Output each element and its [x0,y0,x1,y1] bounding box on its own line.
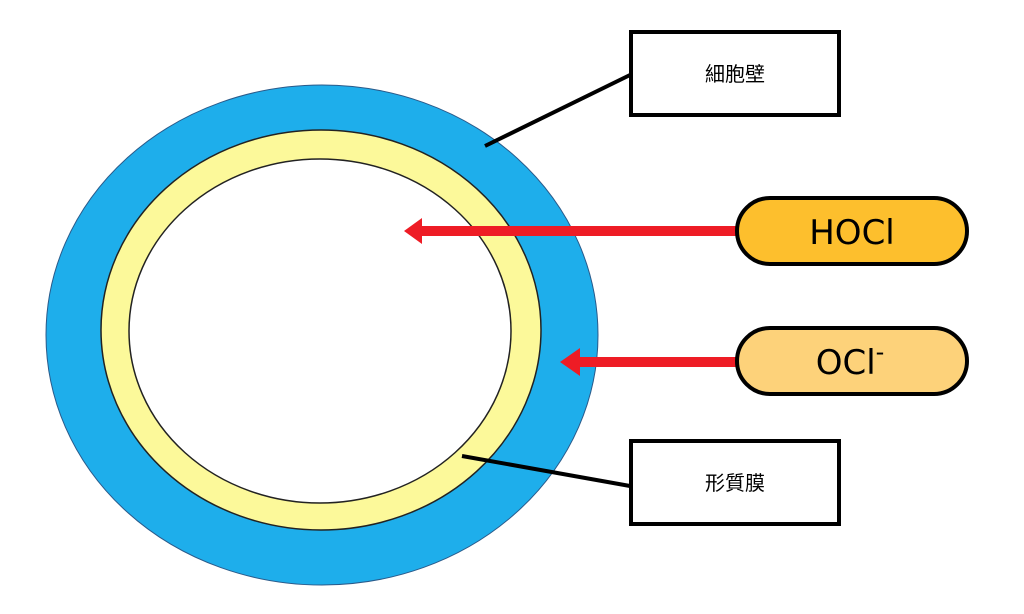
ocl-molecule: OCl- [735,326,969,396]
ocl-label-superscript: - [876,338,885,366]
hocl-arrowhead [404,218,422,244]
cell-wall-label: 細胞壁 [629,30,841,117]
cell-interior [128,158,512,504]
ocl-label: OCl- [816,338,885,383]
hocl-pill [735,196,969,266]
plasma-membrane-label-box [629,439,841,526]
hocl-molecule: HOCl [735,196,969,266]
hocl-label: HOCl [809,213,895,253]
cell-wall-label-text: 細胞壁 [705,62,765,86]
cell-wall-label-box [629,30,841,117]
plasma-membrane-leader-line [461,454,631,488]
ocl-label-base: OCl [816,343,876,383]
cell-wall-leader-line [484,73,631,148]
ocl-arrowhead [560,348,580,376]
ocl-arrow [560,348,740,376]
plasma-membrane-label-text: 形質膜 [705,471,765,495]
hocl-arrow [404,218,740,244]
plasma-membrane-label: 形質膜 [629,439,841,526]
ocl-pill [735,326,969,396]
